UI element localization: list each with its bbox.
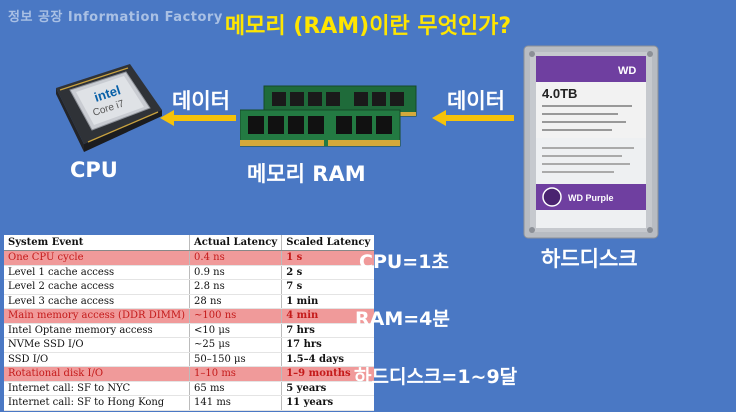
- cell-scaled: 7 s: [281, 279, 375, 295]
- latency-table: System Event Actual Latency Scaled Laten…: [4, 235, 375, 411]
- header-actual-latency: Actual Latency: [189, 235, 282, 251]
- cell-actual: <10 μs: [189, 323, 282, 338]
- data-label-right: 데이터: [447, 89, 505, 113]
- cell-event: SSD I/O: [4, 352, 190, 367]
- cell-scaled: 2 s: [281, 265, 375, 280]
- cell-scaled: 1 s: [281, 250, 375, 266]
- cell-scaled: 1 min: [281, 294, 375, 309]
- header-scaled-latency: Scaled Latency: [281, 235, 375, 251]
- cell-actual: ~25 μs: [189, 337, 282, 353]
- cell-event: One CPU cycle: [4, 250, 190, 266]
- hdd-brand-logo: WD: [618, 65, 636, 77]
- cell-scaled: 1–9 months: [281, 366, 375, 382]
- cell-event: NVMe SSD I/O: [4, 337, 190, 353]
- cell-scaled: 4 min: [281, 308, 375, 324]
- cpu-chip-image: intel Core i7: [56, 64, 162, 152]
- cpu-label: CPU: [70, 158, 118, 182]
- table-header-row: System Event Actual Latency Scaled Laten…: [4, 235, 375, 251]
- ram-label: 메모리 RAM: [247, 162, 366, 186]
- cell-scaled: 5 years: [281, 381, 375, 396]
- cell-scaled: 11 years: [281, 395, 375, 411]
- cell-event: Internet call: SF to NYC: [4, 381, 190, 396]
- arrow-to-ram-icon: [432, 110, 514, 126]
- cell-event: Internet call: SF to Hong Kong: [4, 395, 190, 411]
- hdd-product-text: WD Purple: [568, 193, 614, 203]
- cell-event: Main memory access (DDR DIMM): [4, 308, 190, 324]
- watermark: 정보 공장 Information Factory: [8, 10, 223, 25]
- cell-actual: 2.8 ns: [189, 279, 282, 295]
- ram-equivalent: RAM=4분: [355, 308, 450, 330]
- hdd-label: 하드디스크: [541, 247, 638, 271]
- cell-event: Intel Optane memory access: [4, 323, 190, 338]
- cell-event: Rotational disk I/O: [4, 366, 190, 382]
- cpu-equivalent: CPU=1초: [359, 251, 449, 273]
- cell-event: Level 1 cache access: [4, 265, 190, 280]
- cell-event: Level 3 cache access: [4, 294, 190, 309]
- hard-disk-image: 4.0TB WD WD Purple: [523, 45, 659, 239]
- cell-actual: ~100 ns: [189, 308, 282, 324]
- cell-event: Level 2 cache access: [4, 279, 190, 295]
- hdd-capacity-text: 4.0TB: [542, 86, 577, 101]
- page-title: 메모리 (RAM)이란 무엇인가?: [224, 14, 512, 39]
- cell-actual: 0.9 ns: [189, 265, 282, 280]
- hdd-equivalent: 하드디스크=1~9달: [354, 366, 518, 388]
- arrow-to-cpu-icon: [160, 110, 236, 126]
- cell-actual: 141 ms: [189, 395, 282, 411]
- data-label-left: 데이터: [172, 89, 230, 113]
- header-system-event: System Event: [4, 235, 190, 251]
- cell-actual: 1–10 ms: [189, 366, 282, 382]
- cell-actual: 0.4 ns: [189, 250, 282, 266]
- cell-scaled: 1.5–4 days: [281, 352, 375, 367]
- cell-scaled: 17 hrs: [281, 337, 375, 353]
- cell-scaled: 7 hrs: [281, 323, 375, 338]
- cell-actual: 65 ms: [189, 381, 282, 396]
- cell-actual: 28 ns: [189, 294, 282, 309]
- cell-actual: 50–150 μs: [189, 352, 282, 367]
- ram-modules-image: [240, 85, 417, 147]
